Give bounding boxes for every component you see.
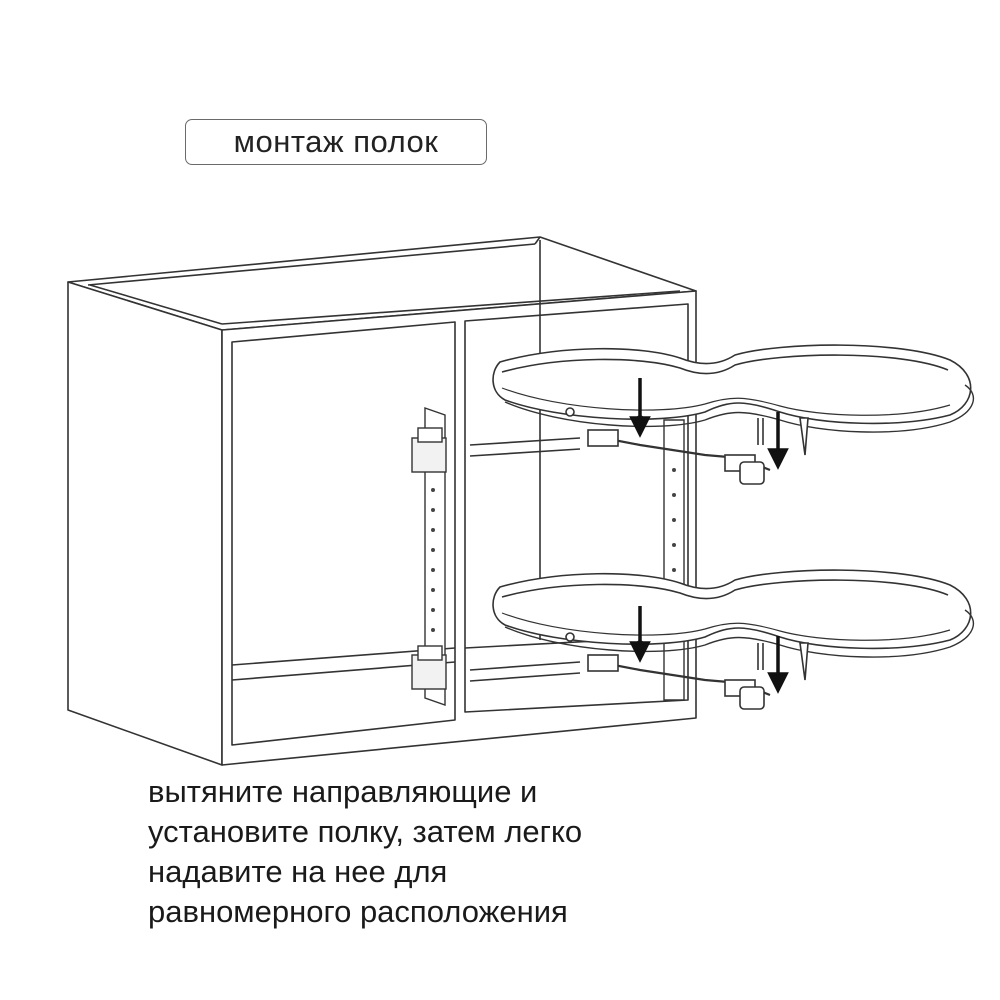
page-title: монтаж полок: [185, 119, 487, 165]
instruction-line: надавите на нее для: [148, 854, 448, 889]
lower-shelf: [469, 569, 975, 710]
press-down-arrows: [629, 378, 789, 694]
instruction-text: вытяните направляющие и установите полку…: [148, 772, 868, 932]
cabinet-body: [67, 236, 697, 766]
page-title-text: монтаж полок: [233, 124, 439, 159]
down-arrow-icon: [767, 412, 789, 470]
instruction-line: равномерного расположения: [148, 894, 568, 929]
instruction-line: вытяните направляющие и: [148, 774, 538, 809]
down-arrow-icon: [629, 606, 651, 663]
instruction-line: установите полку, затем легко: [148, 814, 583, 849]
down-arrow-icon: [767, 636, 789, 694]
upper-shelf: [469, 344, 975, 485]
down-arrow-icon: [629, 378, 651, 438]
